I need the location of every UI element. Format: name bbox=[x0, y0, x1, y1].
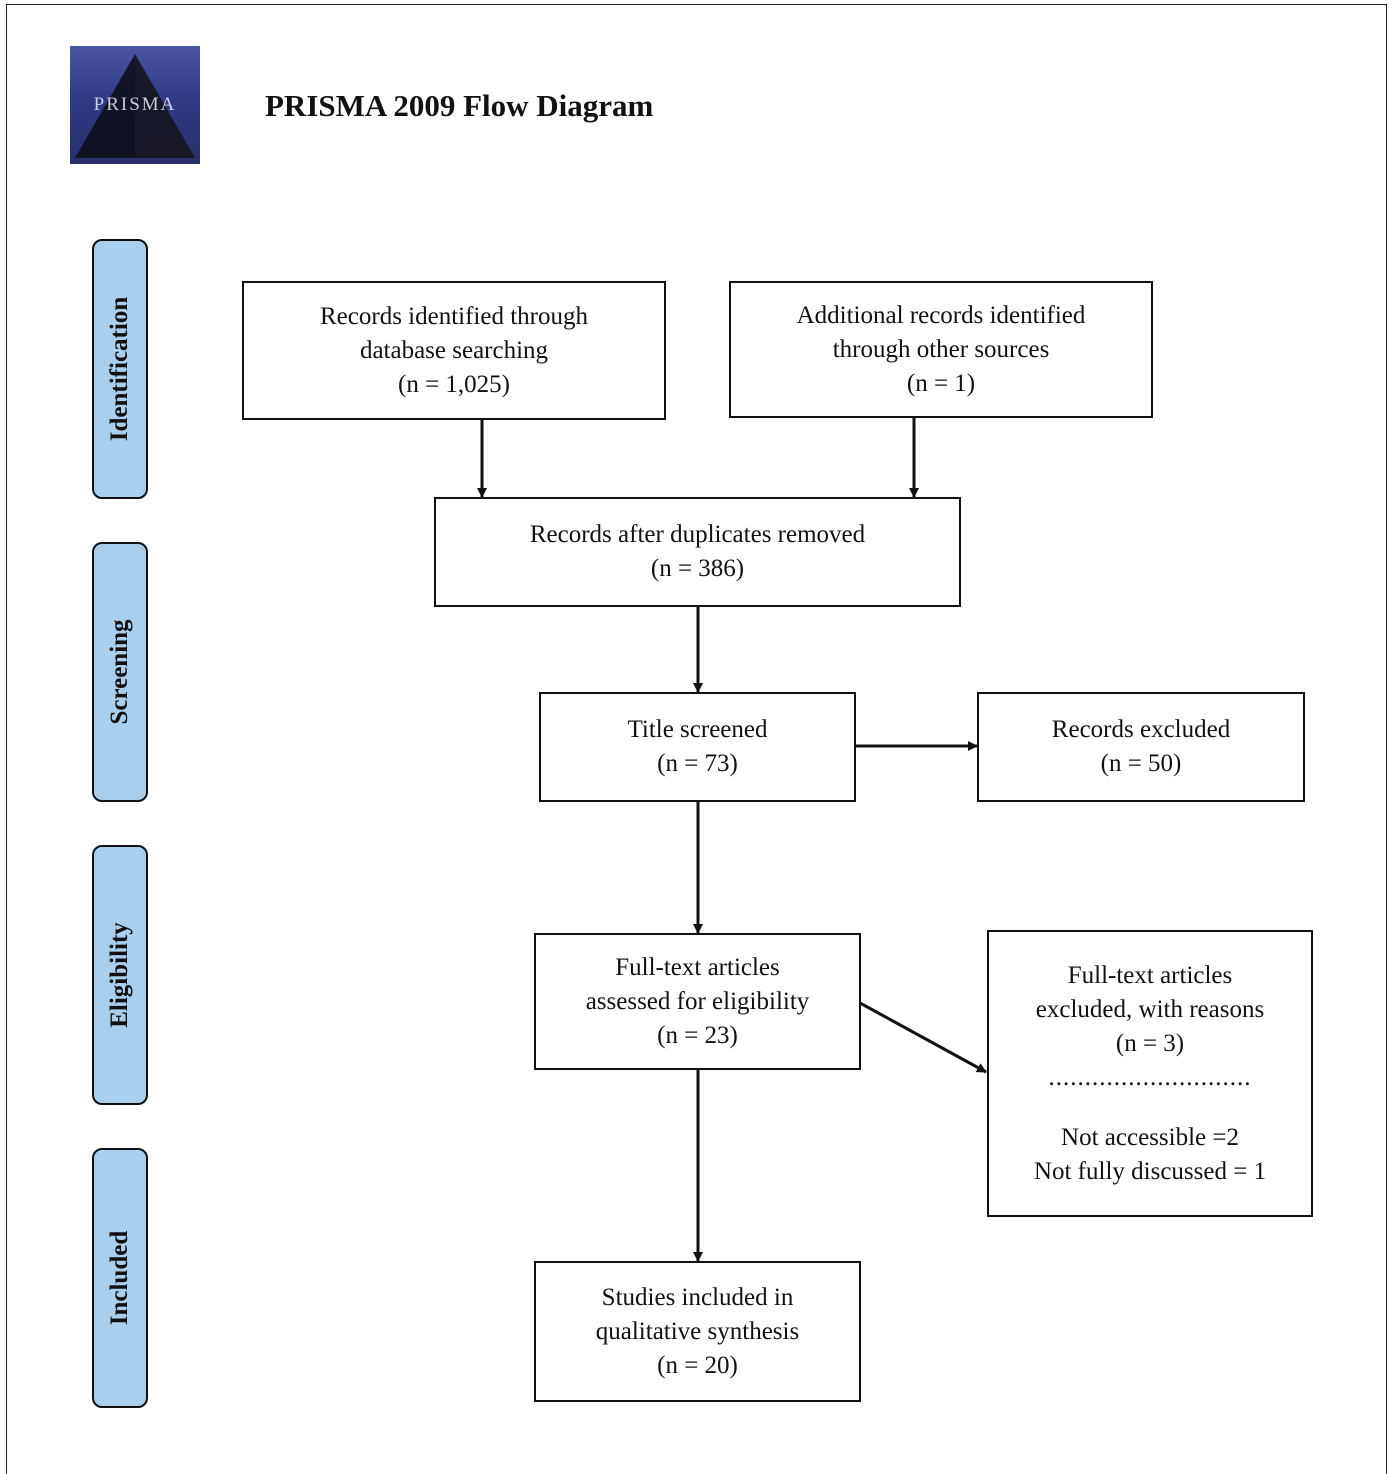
box-duplicates-removed: Records after duplicates removed (n = 38… bbox=[434, 497, 961, 607]
prisma-logo: PRISMA bbox=[70, 46, 200, 164]
page-title: PRISMA 2009 Flow Diagram bbox=[265, 88, 654, 123]
box-line: Full-text articles bbox=[615, 953, 780, 981]
box-fulltext-excluded: Full-text articles excluded, with reason… bbox=[987, 930, 1313, 1217]
stage-eligibility: Eligibility bbox=[92, 845, 148, 1105]
box-count: (n = 23) bbox=[657, 1021, 738, 1049]
box-count: (n = 386) bbox=[650, 555, 745, 582]
box-database-records: Records identified through database sear… bbox=[242, 281, 666, 420]
box-fulltext-assessed: Full-text articles assessed for eligibil… bbox=[534, 933, 861, 1070]
box-records-excluded: Records excluded (n = 50) bbox=[977, 692, 1305, 802]
box-line: database searching bbox=[359, 336, 549, 364]
box-line: Additional records identified bbox=[796, 301, 1086, 329]
stage-screening: Screening bbox=[92, 542, 148, 802]
box-line: Records excluded bbox=[1051, 716, 1231, 743]
box-line: Title screened bbox=[627, 716, 768, 743]
box-other-sources: Additional records identified through ot… bbox=[729, 281, 1153, 418]
box-count: (n = 3) bbox=[1115, 1029, 1185, 1057]
box-line: through other sources bbox=[832, 335, 1050, 363]
box-line: Studies included in bbox=[601, 1283, 794, 1311]
stage-identification: Identification bbox=[92, 239, 148, 499]
dotted-separator: ............................ bbox=[1048, 1063, 1252, 1091]
box-title-screened: Title screened (n = 73) bbox=[539, 692, 856, 802]
box-line: Full-text articles bbox=[1067, 961, 1233, 989]
stage-included: Included bbox=[92, 1148, 148, 1408]
box-count: (n = 73) bbox=[657, 750, 738, 777]
box-line: qualitative synthesis bbox=[595, 1317, 800, 1345]
page-frame bbox=[6, 4, 1387, 1474]
box-count: (n = 20) bbox=[657, 1351, 738, 1379]
box-count: (n = 1,025) bbox=[398, 370, 510, 398]
box-count: (n = 1) bbox=[906, 369, 976, 397]
box-count: (n = 50) bbox=[1100, 750, 1182, 777]
arrow-fulltext-to-excluded bbox=[859, 1001, 987, 1074]
box-line: excluded, with reasons bbox=[1035, 995, 1265, 1023]
logo-triangle-icon bbox=[75, 54, 195, 158]
exclusion-reason: Not accessible =2 bbox=[1061, 1123, 1239, 1151]
logo-text: PRISMA bbox=[93, 94, 177, 115]
exclusion-reason: Not fully discussed = 1 bbox=[1033, 1157, 1267, 1185]
box-studies-included: Studies included in qualitative synthesi… bbox=[534, 1261, 861, 1402]
box-line: Records after duplicates removed bbox=[529, 521, 866, 548]
box-line: assessed for eligibility bbox=[585, 987, 810, 1015]
box-line: Records identified through bbox=[320, 302, 588, 330]
